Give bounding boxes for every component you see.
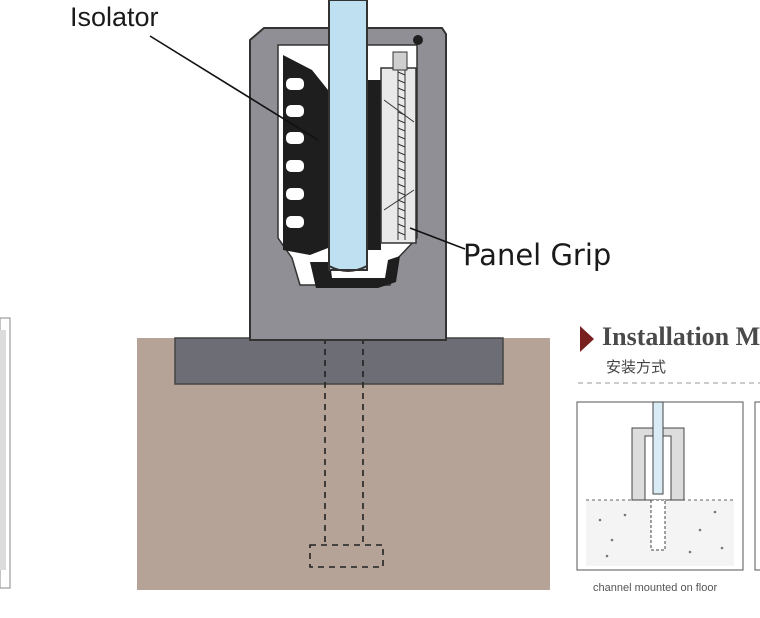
arrow-marker-icon xyxy=(580,326,594,352)
installation-caption: channel mounted on floor xyxy=(593,582,718,594)
isolator-label: Isolator xyxy=(70,2,159,32)
glass-panel xyxy=(328,0,368,271)
panel-grip xyxy=(380,35,423,244)
installation-thumbnail-floor xyxy=(576,401,744,571)
glass-gasket xyxy=(367,80,381,250)
panel-grip-label: Panel Grip xyxy=(463,238,612,272)
installation-thumbnail-2 xyxy=(754,401,760,571)
installation-title: Installation M xyxy=(602,322,760,351)
installation-subtitle: 安装方式 xyxy=(606,358,667,376)
isolator xyxy=(283,55,400,288)
isolator-leader xyxy=(149,35,319,141)
panel-grip-leader xyxy=(409,227,466,250)
base-plate xyxy=(174,337,504,385)
left-edge-fragment xyxy=(0,317,11,589)
